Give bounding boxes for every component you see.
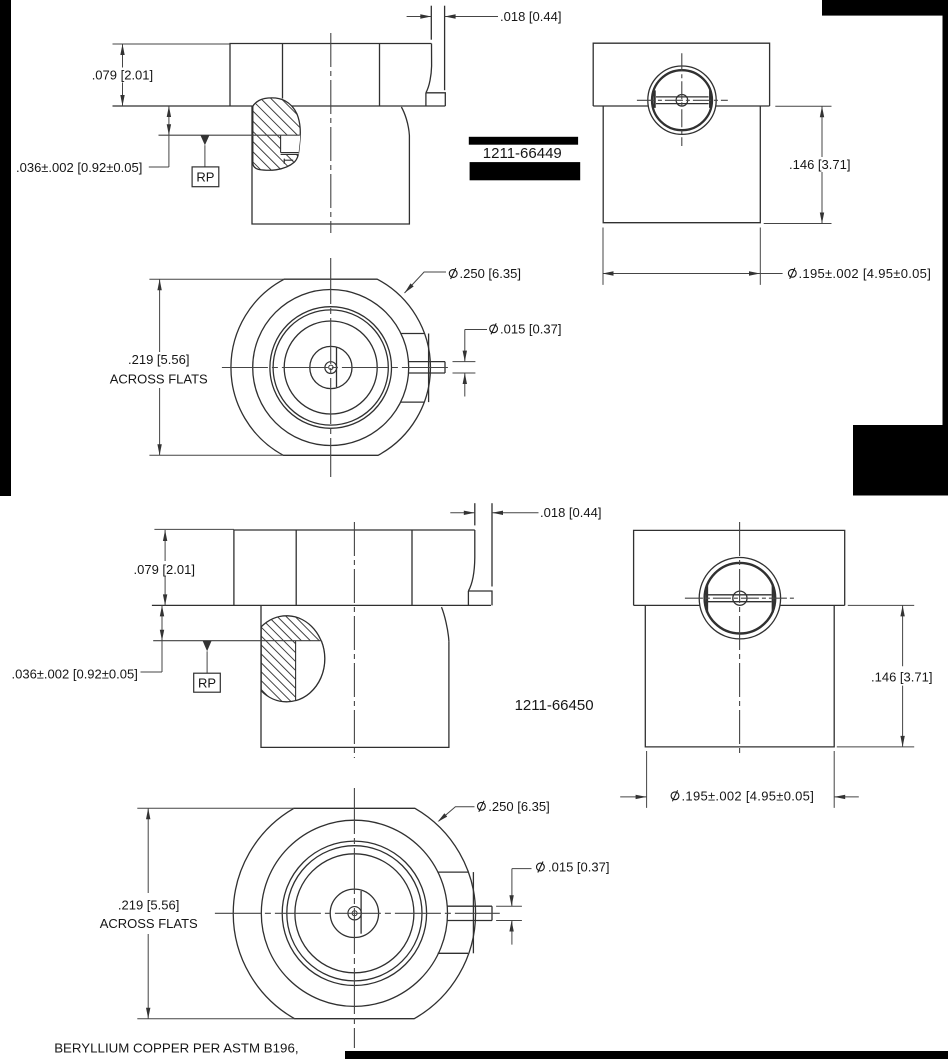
svg-text:.195±.002 [4.95±0.05]: .195±.002 [4.95±0.05] xyxy=(682,789,815,804)
svg-text:.079 [2.01]: .079 [2.01] xyxy=(134,562,195,577)
svg-text:.146 [3.71]: .146 [3.71] xyxy=(789,157,850,172)
svg-text:ACROSS FLATS: ACROSS FLATS xyxy=(100,916,198,931)
svg-text:RP: RP xyxy=(198,676,216,691)
svg-text:.219 [5.56]: .219 [5.56] xyxy=(118,898,179,913)
svg-text:BERYLLIUM COPPER PER ASTM B196: BERYLLIUM COPPER PER ASTM B196, xyxy=(54,1040,298,1055)
svg-text:.219 [5.56]: .219 [5.56] xyxy=(128,352,189,367)
svg-text:.146 [3.71]: .146 [3.71] xyxy=(871,670,932,685)
svg-text:1211-66449: 1211-66449 xyxy=(483,145,562,162)
svg-text:RP: RP xyxy=(196,170,214,185)
svg-text:ACROSS FLATS: ACROSS FLATS xyxy=(110,372,208,387)
svg-text:.018 [0.44]: .018 [0.44] xyxy=(540,505,601,520)
svg-text:.015 [0.37]: .015 [0.37] xyxy=(548,860,609,875)
svg-text:.036±.002 [0.92±0.05]: .036±.002 [0.92±0.05] xyxy=(12,667,138,682)
svg-text:.018 [0.44]: .018 [0.44] xyxy=(500,9,561,24)
svg-text:.195±.002 [4.95±0.05]: .195±.002 [4.95±0.05] xyxy=(799,266,932,281)
svg-text:.079 [2.01]: .079 [2.01] xyxy=(92,68,153,83)
svg-text:.250 [6.35]: .250 [6.35] xyxy=(488,799,549,814)
svg-text:.250 [6.35]: .250 [6.35] xyxy=(460,266,521,281)
svg-text:.036±.002 [0.92±0.05]: .036±.002 [0.92±0.05] xyxy=(16,160,142,175)
svg-text:.015 [0.37]: .015 [0.37] xyxy=(500,321,561,336)
svg-text:1211-66450: 1211-66450 xyxy=(515,697,594,714)
